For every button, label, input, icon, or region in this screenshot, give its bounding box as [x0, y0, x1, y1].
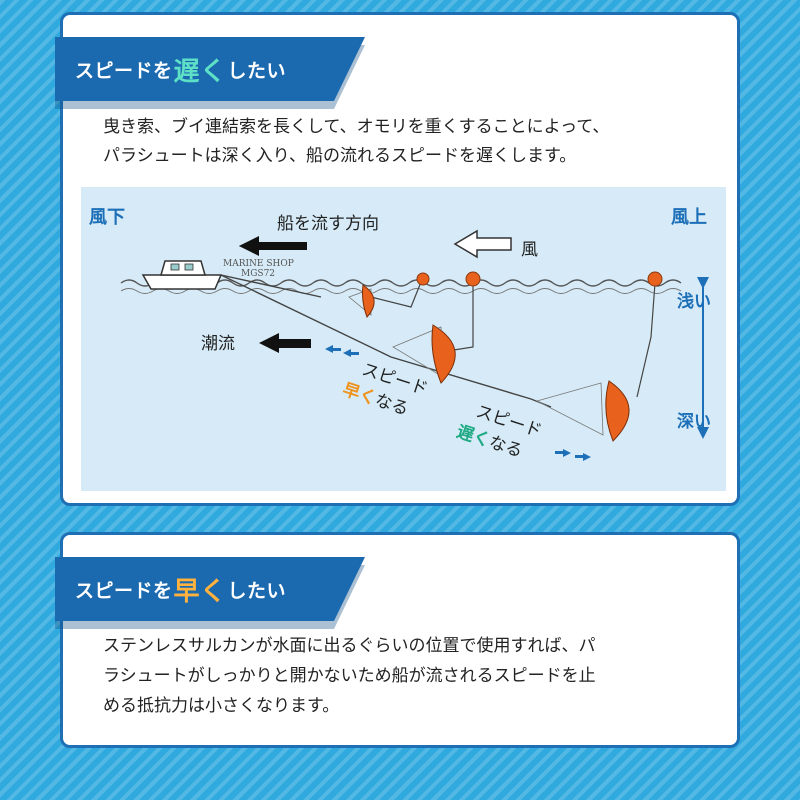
fast-speed-description: ステンレスサルカンが水面に出るぐらいの位置で使用すれば、パ ラシュートがしっかり… [103, 631, 707, 721]
heading-pre: スピードを [75, 59, 173, 82]
windward-label: 風上 [671, 207, 707, 228]
desc-line: ステンレスサルカンが水面に出るぐらいの位置で使用すれば、パ [103, 636, 596, 656]
watermark-text: MGS72 [241, 269, 276, 279]
heading-emphasis: 早く [173, 576, 227, 607]
wind-label: 風 [521, 240, 538, 260]
fast-speed-card: スピードを早くしたい ステンレスサルカンが水面に出るぐらいの位置で使用すれば、パ… [55, 532, 740, 748]
desc-line: める抵抗力は小さくなります。 [103, 696, 340, 716]
buoy-line-3 [636, 282, 656, 398]
slow-speed-description: 曳き索、ブイ連結索を長くして、オモリを重くすることによって、 パラシュートは深く… [103, 113, 707, 171]
buoy-1 [416, 272, 430, 286]
tide-label: 潮流 [201, 334, 235, 354]
deep-label: 深い [677, 412, 711, 432]
parachute-small [348, 284, 375, 318]
watermark-text: MARINE SHOP [223, 259, 294, 269]
water-surface-lower [120, 288, 682, 294]
parachute-deep [535, 380, 630, 442]
desc-line: パラシュートは深く入り、船の流れるスピードを遅くします。 [103, 146, 577, 166]
buoy-line-1 [370, 281, 422, 308]
drift-direction-label: 船を流す方向 [277, 214, 379, 234]
fast-speed-heading: スピードを早くしたい [55, 557, 365, 621]
wind-arrow [453, 229, 512, 259]
buoy-2 [465, 271, 481, 287]
faster-speed-arrow [325, 345, 359, 357]
diagram-drawing [120, 229, 709, 461]
shallow-label: 浅い [677, 292, 711, 312]
heading-post: したい [227, 59, 287, 82]
desc-line: 曳き索、ブイ連結索を長くして、オモリを重くすることによって、 [103, 117, 610, 137]
leeward-label: 風下 [89, 207, 125, 228]
slow-speed-card: スピードを遅くしたい 曳き索、ブイ連結索を長くして、オモリを重くすることによって… [55, 12, 740, 506]
parachute-anchor-diagram: 風下 風上 船を流す方向 風 潮流 浅い 深い MARINE SHOP MGS7… [81, 187, 726, 491]
heading-pre: スピードを [75, 579, 173, 602]
heading-emphasis: 遅く [173, 56, 227, 87]
slow-speed-heading: スピードを遅くしたい [55, 37, 365, 101]
boat-icon [141, 260, 223, 290]
tow-rope-shallow [220, 274, 322, 298]
buoy-3 [647, 271, 663, 287]
drift-arrow-head [239, 236, 259, 256]
tide-arrow-head [259, 333, 279, 353]
tide-arrow-shaft [277, 339, 311, 348]
desc-line: ラシュートがしっかりと開かないため船が流されるスピードを止 [103, 666, 596, 686]
slower-speed-arrow [555, 449, 591, 461]
heading-post: したい [227, 579, 287, 602]
parachute-medium [392, 324, 456, 384]
drift-arrow-shaft [257, 242, 307, 250]
